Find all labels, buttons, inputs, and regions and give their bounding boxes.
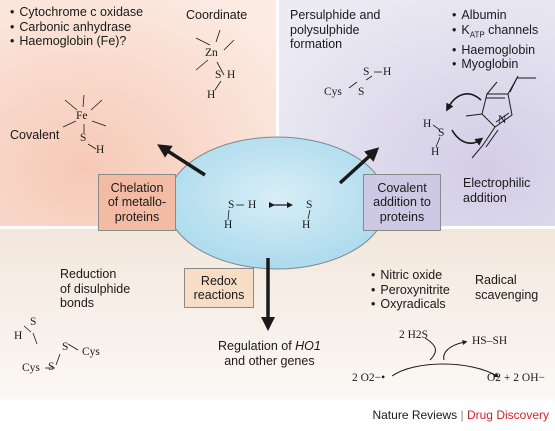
hydrogen-sulphide-structure (432, 124, 441, 148)
list-item: Nitric oxide (371, 268, 450, 283)
h-label: H (14, 330, 23, 342)
hs-sh-label: HS–SH (472, 335, 508, 347)
protein-target-list: Albumin KATP channels Haemoglobin Myoglo… (452, 8, 538, 72)
disulphide-reduction-label: Reduction of disulphide bonds (60, 267, 131, 310)
coordinate-label: Coordinate (186, 8, 248, 22)
curved-arrow-electrophilic (446, 93, 482, 112)
s-label: S (358, 86, 365, 98)
h-label: H (248, 199, 257, 211)
journal-credit: Nature Reviews | Drug Discovery (372, 408, 549, 422)
list-item: Oxyradicals (371, 297, 450, 312)
cys-label: Cys (82, 346, 100, 358)
journal-section: Drug Discovery (466, 408, 549, 422)
katp-subscript: ATP (469, 30, 485, 39)
radical-list: Nitric oxide Peroxynitrite Oxyradicals (371, 268, 450, 312)
h-label: H (302, 219, 311, 231)
list-item: Peroxynitrite (371, 283, 449, 298)
h-label: H (227, 69, 236, 81)
list-item: Carbonic anhydrase (10, 20, 143, 35)
list-item: KATP channels (452, 23, 538, 43)
redox-box: Redox reactions (184, 268, 254, 308)
list-item: Albumin (452, 8, 538, 23)
h2s-to-hssh-arrow (424, 337, 436, 361)
curved-arrow-return (451, 129, 484, 146)
s-label: S (306, 199, 313, 211)
katp-prefix: K (461, 22, 470, 37)
persulphide-structure (348, 71, 382, 89)
products-label: O2 + 2 OH− (487, 372, 546, 384)
regulation-prefix: Regulation of (218, 339, 296, 353)
s-label: S (363, 66, 370, 78)
n-label: N (498, 114, 507, 126)
center-h2s-structure (227, 204, 311, 221)
h-label: H (383, 66, 392, 78)
fe-coordination-structure (62, 94, 107, 150)
scavenging-arrow (391, 363, 500, 378)
h2s-label: 2 H2S (399, 329, 429, 341)
covalent-addition-box: Covalent addition to proteins (363, 174, 441, 231)
list-item: Haemoglobin (452, 43, 538, 58)
h-label: H (96, 144, 105, 156)
journal-name: Nature Reviews (372, 408, 458, 422)
regulation-gene: HO1 (295, 339, 321, 353)
covalent-label: Covalent (10, 128, 60, 142)
superoxide-label: 2 O2−• (352, 372, 386, 384)
electrophilic-addition-label: Electrophilic addition (463, 176, 531, 205)
chelation-box: Chelation of metallo- proteins (98, 174, 176, 231)
s-label: S (62, 341, 69, 353)
central-oval (166, 136, 388, 270)
h-label: H (423, 118, 432, 130)
h-label: H (207, 89, 216, 101)
credit-separator: | (457, 408, 467, 422)
radical-scavenging-label: Radical scavenging (475, 273, 539, 302)
s-label: S (228, 199, 235, 211)
regulation-suffix: and other genes (224, 353, 315, 368)
metalloprotein-list: Cytochrome c oxidase Carbonic anhydrase … (10, 5, 143, 49)
hssh-arrow (443, 340, 468, 361)
cys-label: Cys (324, 86, 342, 98)
s-label: S (80, 132, 87, 144)
pyrrole-structure (465, 75, 536, 159)
arrow-to-chelation (157, 144, 206, 177)
zn-coordination-structure (195, 29, 235, 91)
list-item: Haemoglobin (Fe)? (10, 34, 143, 49)
persulphide-label: Persulphide and polysulphide formation (290, 8, 381, 51)
zn-label: Zn (205, 47, 218, 59)
h-label: H (224, 219, 233, 231)
arrow-to-covalent-addition (338, 147, 380, 185)
h-label: H (431, 146, 440, 158)
regulation-label: Regulation of HO1 and other genes (218, 339, 321, 368)
list-item: Myoglobin (452, 57, 538, 72)
fe-label: Fe (76, 110, 88, 122)
disulphide-structure (23, 325, 79, 369)
katp-suffix: channels (484, 22, 539, 37)
cys-label: Cys (22, 362, 40, 374)
s-label: S (438, 127, 445, 139)
s-label: S (215, 69, 222, 81)
s-label: S (30, 316, 37, 328)
list-item: Cytochrome c oxidase (10, 5, 143, 20)
s-label: S (48, 361, 55, 373)
